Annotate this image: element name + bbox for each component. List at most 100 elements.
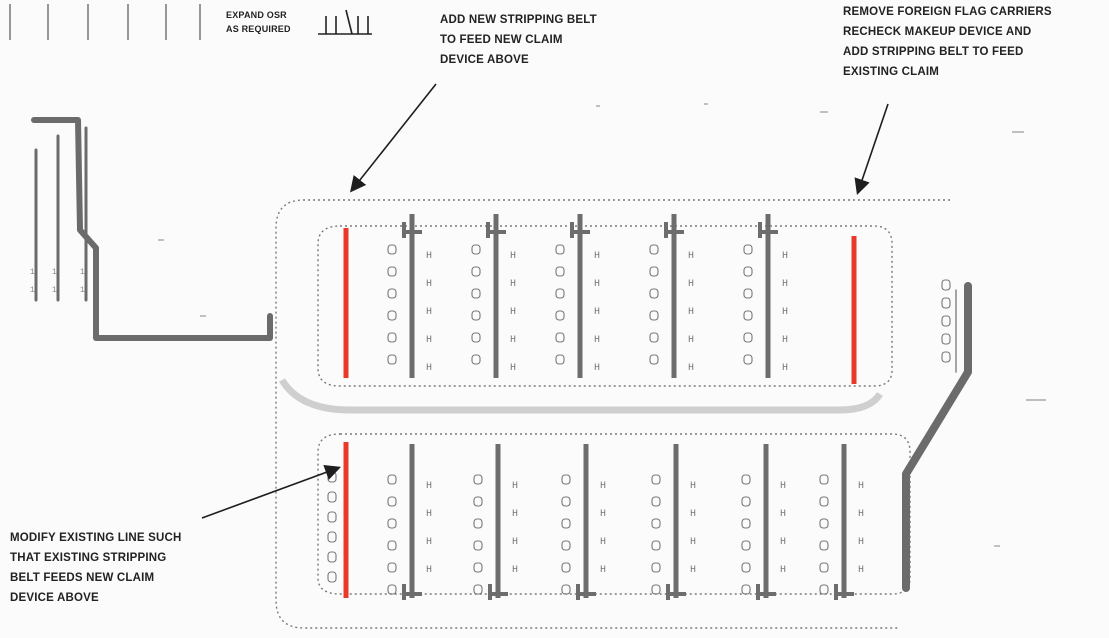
h-mark: H [780, 537, 786, 548]
carrier-glyph [819, 518, 829, 529]
leader-arrows [201, 83, 889, 519]
carrier-glyph [387, 288, 397, 299]
carrier-glyph [649, 288, 659, 299]
h-mark: H [594, 279, 600, 290]
h-mark: H [688, 335, 694, 346]
left-feed-labels: 11 11 11 [30, 268, 85, 295]
annotation-bottom-left-line-4: DEVICE ABOVE [10, 592, 99, 604]
h-mark: H [858, 481, 864, 492]
h-mark: H [426, 509, 432, 520]
annotation-top-right-line-3: ADD STRIPPING BELT TO FEED [843, 46, 1024, 58]
carrier-glyph [649, 266, 659, 277]
carrier-glyph [743, 332, 753, 343]
carrier-glyph [819, 540, 829, 551]
existing-belt-lower-1: H H H H [387, 444, 432, 600]
carrier-glyph [387, 518, 397, 529]
carrier-glyph [743, 310, 753, 321]
h-mark: H [426, 481, 432, 492]
h-mark: H [426, 565, 432, 576]
osr-legend-line-1: EXPAND OSR [226, 10, 287, 20]
annotation-top-center-line-3: DEVICE ABOVE [440, 54, 529, 66]
carrier-glyph [471, 244, 481, 255]
carrier-glyph [819, 562, 829, 573]
carrier-glyph [555, 244, 565, 255]
carrier-glyph [471, 332, 481, 343]
h-mark: H [782, 251, 788, 262]
carrier-glyph [651, 518, 661, 529]
annotation-bottom-left-line-2: THAT EXISTING STRIPPING [10, 552, 167, 564]
h-mark: H [782, 363, 788, 374]
h-mark: H [690, 565, 696, 576]
carrier-glyph [387, 584, 397, 595]
osr-legend-line-2: AS REQUIRED [226, 24, 291, 34]
annotation-top-center: ADD NEW STRIPPING BELT TO FEED NEW CLAIM… [440, 10, 597, 70]
carrier-glyph [651, 540, 661, 551]
carrier-glyph [555, 288, 565, 299]
carrier-glyph [387, 244, 397, 255]
carrier-glyph [471, 354, 481, 365]
carrier-glyph [743, 266, 753, 277]
h-mark: H [512, 537, 518, 548]
arrow-top-right [854, 103, 889, 196]
h-mark: H [426, 537, 432, 548]
osr-legend-symbol [318, 9, 372, 35]
h-mark: H [780, 565, 786, 576]
carrier-glyph [819, 584, 829, 595]
carrier-glyph [555, 266, 565, 277]
h-mark: H [510, 363, 516, 374]
carrier-glyph [741, 584, 751, 595]
svg-text:1: 1 [80, 286, 85, 295]
svg-text:1: 1 [30, 268, 35, 277]
h-mark: H [690, 509, 696, 520]
carrier-glyph [561, 540, 571, 551]
h-mark: H [426, 307, 432, 318]
carrier-glyph [741, 562, 751, 573]
h-mark: H [858, 537, 864, 548]
carrier-glyph [471, 288, 481, 299]
annotation-bottom-left-line-3: BELT FEEDS NEW CLAIM [10, 572, 155, 584]
carrier-glyph [741, 496, 751, 507]
h-mark: H [510, 335, 516, 346]
h-mark: H [510, 251, 516, 262]
h-mark: H [858, 509, 864, 520]
annotation-bottom-left-line-1: MODIFY EXISTING LINE SUCH [10, 532, 182, 544]
arrow-bottom-left [201, 464, 342, 519]
carrier-glyph [741, 518, 751, 529]
h-mark: H [426, 279, 432, 290]
carrier-glyph [651, 584, 661, 595]
carrier-column-right [941, 279, 951, 363]
svg-text:1: 1 [52, 286, 57, 295]
carrier-glyph [555, 310, 565, 321]
h-mark: H [426, 363, 432, 374]
new-stripping-belts [343, 228, 857, 598]
carrier-glyph [649, 244, 659, 255]
h-mark: H [858, 565, 864, 576]
carrier-glyph [387, 332, 397, 343]
h-mark: H [690, 537, 696, 548]
carrier-glyph [651, 562, 661, 573]
h-mark: H [600, 509, 606, 520]
carrier-glyph [473, 584, 483, 595]
h-mark: H [688, 363, 694, 374]
existing-stripping-belts: HHHHHHHHHHHHHHHHHHHHHHHHHHHHHHHHHHHHHHHH… [327, 214, 951, 600]
carrier-glyph [387, 354, 397, 365]
stray-marks [158, 103, 1046, 547]
carrier-glyph [561, 518, 571, 529]
carrier-glyph [649, 354, 659, 365]
h-mark: H [688, 251, 694, 262]
h-mark: H [594, 251, 600, 262]
svg-text:1: 1 [30, 286, 35, 295]
arrow-top-center [350, 83, 437, 193]
carrier-glyph [473, 540, 483, 551]
svg-text:1: 1 [80, 268, 85, 277]
carrier-glyph [387, 562, 397, 573]
carrier-glyph [651, 474, 661, 485]
carrier-glyph [555, 354, 565, 365]
existing-belt-lower-6: H H H H [819, 444, 864, 600]
annotation-top-right: REMOVE FOREIGN FLAG CARRIERS RECHECK MAK… [843, 2, 1052, 82]
h-mark: H [512, 481, 518, 492]
